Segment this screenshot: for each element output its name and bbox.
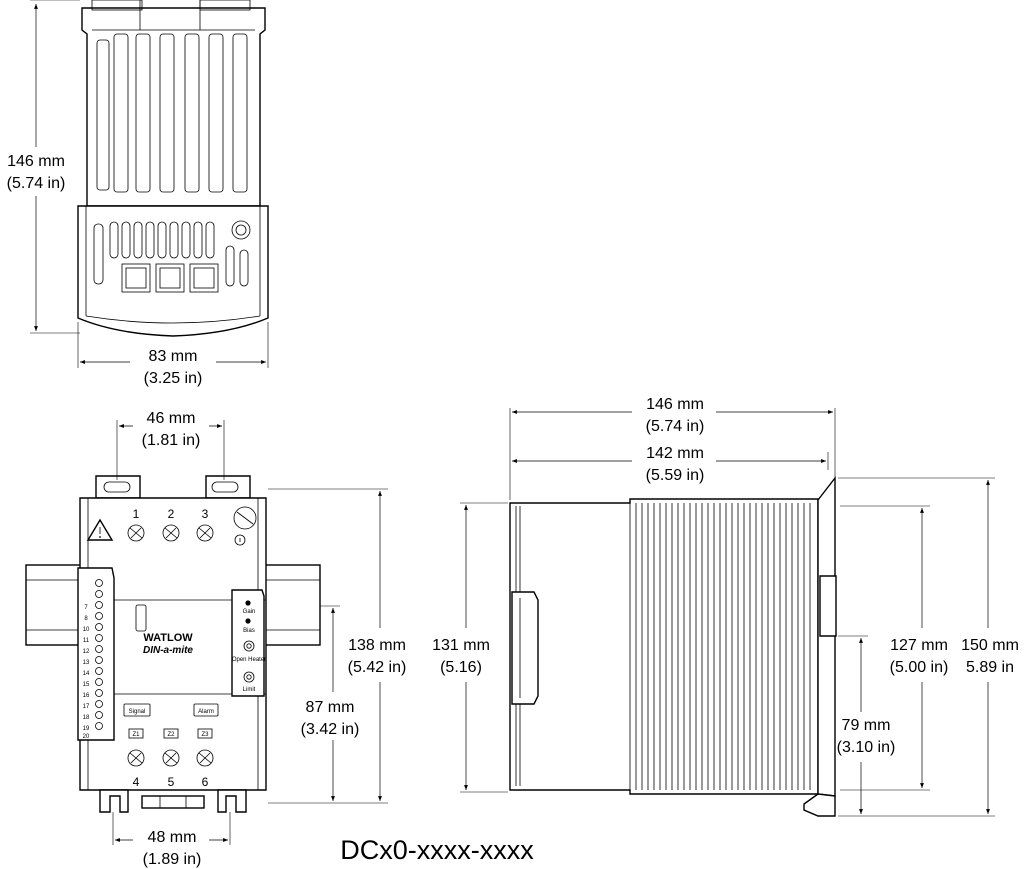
height-79-mm: 79 mm xyxy=(842,717,891,734)
front-height-in: (5.42 in) xyxy=(348,659,407,676)
rail-height-mm: 87 mm xyxy=(306,699,355,716)
terminal-2-screw xyxy=(162,524,180,542)
svg-text:20: 20 xyxy=(83,734,90,740)
top-height-mm: 146 mm xyxy=(7,153,65,170)
overall-depth-in: (5.74 in) xyxy=(646,418,705,435)
connector-pins: 7 8 10 11 12 13 14 15 16 17 18 19 20 xyxy=(83,579,103,740)
alarm-label: Alarm xyxy=(198,709,214,715)
top-mount-tab-left xyxy=(95,475,141,499)
svg-text:12: 12 xyxy=(83,649,90,655)
bottom-spacing-mm: 48 mm xyxy=(148,829,197,846)
led-open-heater-label: Open Heater xyxy=(232,657,266,663)
terminal-1-label: 1 xyxy=(133,507,140,521)
front-height-mm: 138 mm xyxy=(348,637,406,654)
top-width-in: (3.25 in) xyxy=(144,370,203,387)
led-gain-label: Gain xyxy=(243,609,256,615)
svg-text:17: 17 xyxy=(83,704,90,710)
side-view-fins xyxy=(635,503,811,790)
top-terminals: 1 2 3 xyxy=(127,507,214,542)
terminal-1-screw xyxy=(127,524,145,542)
ground-screw-icon xyxy=(233,506,257,530)
svg-text:13: 13 xyxy=(83,660,90,666)
bottom-mount-feet xyxy=(99,789,129,813)
din-clip xyxy=(817,475,836,797)
top-width-mm: 83 mm xyxy=(149,348,198,365)
side-body-height-in: (5.16) xyxy=(440,659,482,676)
side-body-height-mm: 131 mm xyxy=(432,637,490,654)
terminal-2-label: 2 xyxy=(168,507,175,521)
signal-label: Signal xyxy=(129,709,146,715)
front-view: 1 2 3 7 8 10 11 12 13 14 15 16 17 18 19 … xyxy=(25,408,407,868)
terminal-3-label: 3 xyxy=(202,507,209,521)
top-height-in: (5.74 in) xyxy=(7,175,66,192)
warning-icon xyxy=(86,518,114,541)
overall-depth-mm: 146 mm xyxy=(646,396,704,413)
terminal-6-label: 6 xyxy=(202,775,209,789)
signal-connector xyxy=(77,567,115,741)
led-bias-label: Bias xyxy=(243,628,255,634)
brand-logo: WATLOW xyxy=(143,632,193,644)
terminal-3-screw xyxy=(196,524,214,542)
terminal-4-screw xyxy=(127,749,145,767)
signal-indicator xyxy=(123,703,151,717)
height-150-mm: 150 mm xyxy=(961,637,1019,654)
svg-text:15: 15 xyxy=(83,682,90,688)
side-view-body xyxy=(509,498,819,795)
top-mount-tab-right xyxy=(205,475,251,499)
svg-text:8: 8 xyxy=(84,616,88,622)
side-view-connector xyxy=(511,591,539,705)
height-127-in: (5.00 in) xyxy=(890,659,949,676)
top-view-vents xyxy=(93,220,251,287)
bottom-spacing-in: (1.89 in) xyxy=(143,851,202,868)
model-title: DCx0-xxxx-xxxx xyxy=(340,835,534,865)
terminal-5-label: 5 xyxy=(168,775,175,789)
heatsink-fins xyxy=(96,33,248,193)
side-view: 146 mm (5.74 in) 142 mm (5.59 in) 131 mm… xyxy=(432,396,1019,817)
svg-text:11: 11 xyxy=(83,638,90,644)
led-panel xyxy=(231,589,265,697)
svg-text:10: 10 xyxy=(83,627,90,633)
svg-text:14: 14 xyxy=(83,671,90,677)
svg-text:7: 7 xyxy=(84,605,88,611)
alarm-indicator xyxy=(193,703,219,717)
led-limit-label: Limit xyxy=(243,687,256,693)
height-79-in: (3.10 in) xyxy=(837,739,896,756)
tab-spacing-mm: 46 mm xyxy=(147,410,196,427)
svg-text:19: 19 xyxy=(83,726,90,732)
product-logo: DIN-a-mite xyxy=(143,645,193,656)
svg-text:16: 16 xyxy=(83,693,90,699)
bottom-terminals: 4 5 6 xyxy=(127,749,214,789)
rail-height-in: (3.42 in) xyxy=(301,721,360,738)
tab-spacing-in: (1.81 in) xyxy=(142,432,201,449)
top-view-heatsink xyxy=(81,7,266,207)
svg-text:18: 18 xyxy=(83,715,90,721)
terminal-5-screw xyxy=(162,749,180,767)
top-view-body xyxy=(77,205,269,337)
zone-2-label: Z2 xyxy=(167,732,175,738)
height-150-in: 5.89 in xyxy=(966,659,1014,676)
terminal-6-screw xyxy=(196,749,214,767)
height-127-mm: 127 mm xyxy=(890,637,948,654)
body-depth-mm: 142 mm xyxy=(646,445,704,462)
zone-3-label: Z3 xyxy=(201,732,209,738)
body-depth-in: (5.59 in) xyxy=(646,467,705,484)
terminal-4-label: 4 xyxy=(133,775,140,789)
zone-1-label: Z1 xyxy=(132,732,140,738)
top-view: 146 mm (5.74 in) 83 mm (3.25 in) xyxy=(7,0,269,387)
top-view-terminals xyxy=(121,263,219,293)
